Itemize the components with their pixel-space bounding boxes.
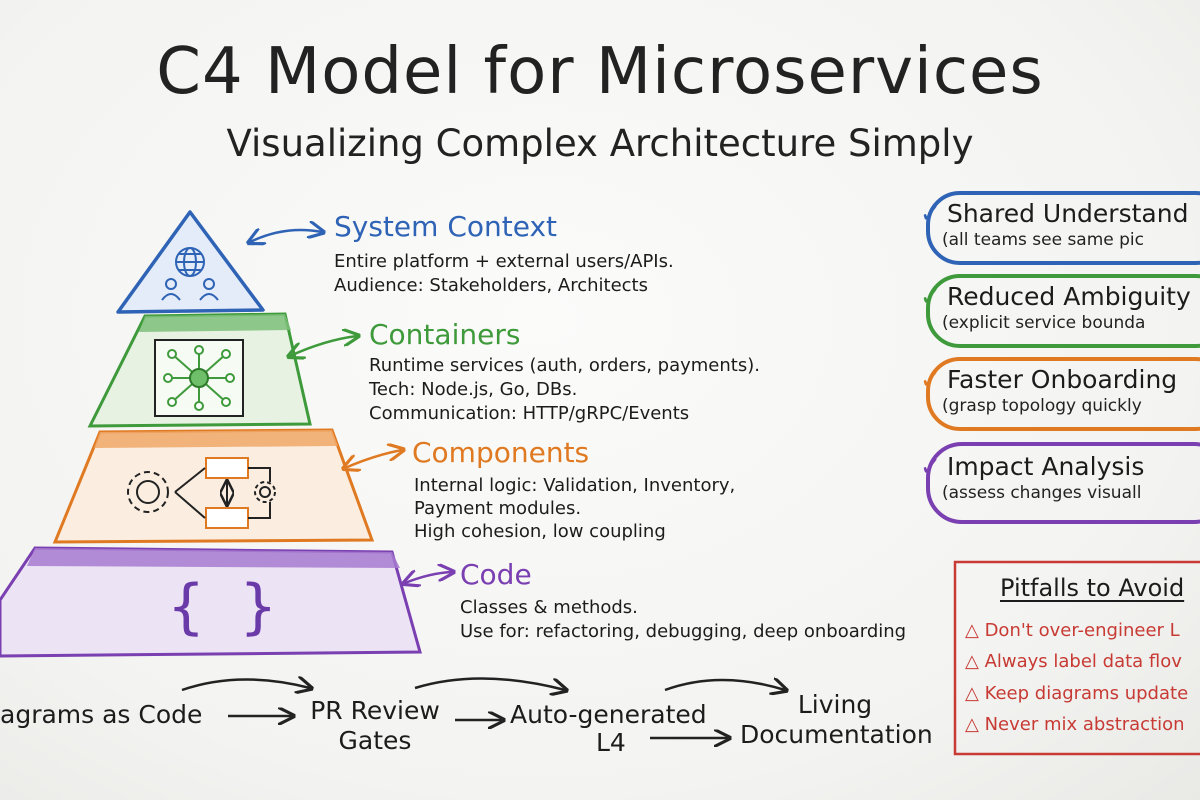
benefit-note: (assess changes visuall — [942, 483, 1142, 503]
flow-arrow-1-curve — [181, 679, 310, 690]
level-line: Tech: Node.js, Go, DBs. — [369, 379, 578, 400]
benefit-title: Faster Onboarding — [946, 365, 1178, 394]
benefit-pill-faster — [926, 357, 1200, 431]
benefit-shared-understanding: ✓Shared Understand (all teams see same p… — [920, 199, 1200, 250]
pitfalls-title: Pitfalls to Avoid — [1000, 574, 1185, 602]
level-title-system-context: System Context — [334, 210, 558, 243]
flow-step-pr-review: PR Review Gates — [300, 696, 450, 756]
pyramid-level-components — [52, 428, 375, 544]
benefit-pill-reduced — [926, 274, 1200, 348]
level-line: Communication: HTTP/gRPC/Events — [369, 403, 690, 424]
arrow-containers — [290, 336, 357, 356]
arrow-code — [405, 572, 452, 583]
level-line: High cohesion, low coupling — [414, 521, 666, 542]
level-title-containers: Containers — [369, 318, 521, 351]
benefit-pill-impact — [926, 442, 1200, 524]
benefit-reduced-ambiguity: ✓Reduced Ambiguity (explicit service bou… — [920, 282, 1200, 333]
braces-icon: { } — [168, 572, 277, 642]
level-line: Payment modules. — [414, 498, 582, 519]
check-icon: ✓ — [920, 452, 941, 481]
flow-step-line: Living — [797, 690, 873, 719]
globe-users-icon — [161, 247, 219, 301]
arrow-system-context — [250, 230, 322, 242]
flow-step-living-documentation: Living Documentation — [740, 690, 933, 750]
pyramid-level-code — [0, 546, 422, 658]
flow-step-line: Gates — [338, 726, 412, 755]
benefit-note: (grasp topology quickly — [942, 396, 1142, 416]
benefit-pill-shared — [926, 191, 1200, 265]
page-subtitle: Visualizing Complex Architecture Simply — [226, 122, 974, 165]
benefit-title: Shared Understand — [946, 199, 1189, 228]
flow-step-l4: L4 — [596, 728, 626, 757]
benefit-note: (explicit service bounda — [942, 313, 1146, 333]
flow-arrow-2-curve — [414, 677, 565, 690]
level-line: Use for: refactoring, debugging, deep on… — [460, 621, 907, 642]
check-icon: ✓ — [920, 199, 941, 228]
page-title: C4 Model for Microservices — [156, 35, 1044, 109]
gears-modules-icon — [127, 457, 276, 529]
flow-step-line: PR Review — [310, 696, 440, 725]
flow-step-line: Documentation — [740, 720, 933, 749]
check-icon: ✓ — [920, 365, 941, 394]
level-line: Classes & methods. — [460, 597, 638, 618]
network-hub-icon — [154, 339, 244, 417]
arrow-components — [345, 450, 402, 468]
check-icon: ✓ — [920, 282, 941, 311]
pitfall-item: △ Never mix abstraction — [965, 714, 1185, 735]
benefit-impact-analysis: ✓Impact Analysis (assess changes visuall — [920, 452, 1200, 503]
level-line: Internal logic: Validation, Inventory, — [414, 475, 736, 496]
benefit-faster-onboarding: ✓Faster Onboarding (grasp topology quick… — [920, 365, 1200, 416]
benefit-title: Reduced Ambiguity — [946, 282, 1191, 311]
level-line: Entire platform + external users/APIs. — [334, 251, 674, 272]
benefit-title: Impact Analysis — [946, 452, 1145, 481]
level-title-code: Code — [460, 558, 532, 591]
flow-step-diagrams-as-code: agrams as Code — [0, 700, 203, 729]
pitfall-item: △ Don't over-engineer L — [965, 620, 1180, 641]
pitfall-item: △ Always label data flov — [965, 651, 1182, 672]
level-title-components: Components — [412, 436, 590, 469]
level-line: Audience: Stakeholders, Architects — [334, 275, 648, 296]
level-line: Runtime services (auth, orders, payments… — [369, 355, 760, 376]
flow-step-auto-generated: Auto-generated — [510, 700, 707, 729]
pitfalls-box — [953, 560, 1200, 756]
benefit-note: (all teams see same pic — [942, 230, 1144, 250]
flow-arrow-3-curve — [664, 680, 785, 690]
pitfall-item: △ Keep diagrams update — [965, 683, 1189, 704]
